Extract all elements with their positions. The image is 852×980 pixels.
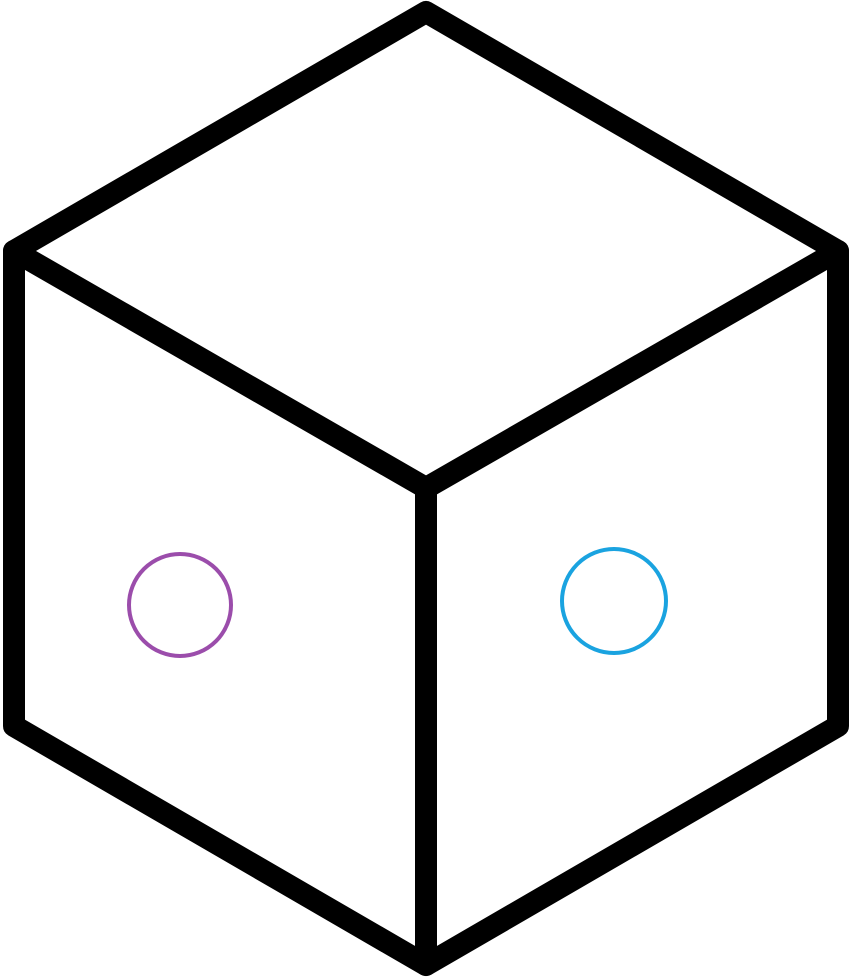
left-face-circle — [127, 552, 233, 658]
top-left-inner-edge — [3, 240, 437, 499]
right-face-circle — [560, 547, 668, 655]
top-right-inner-edge — [415, 240, 849, 499]
